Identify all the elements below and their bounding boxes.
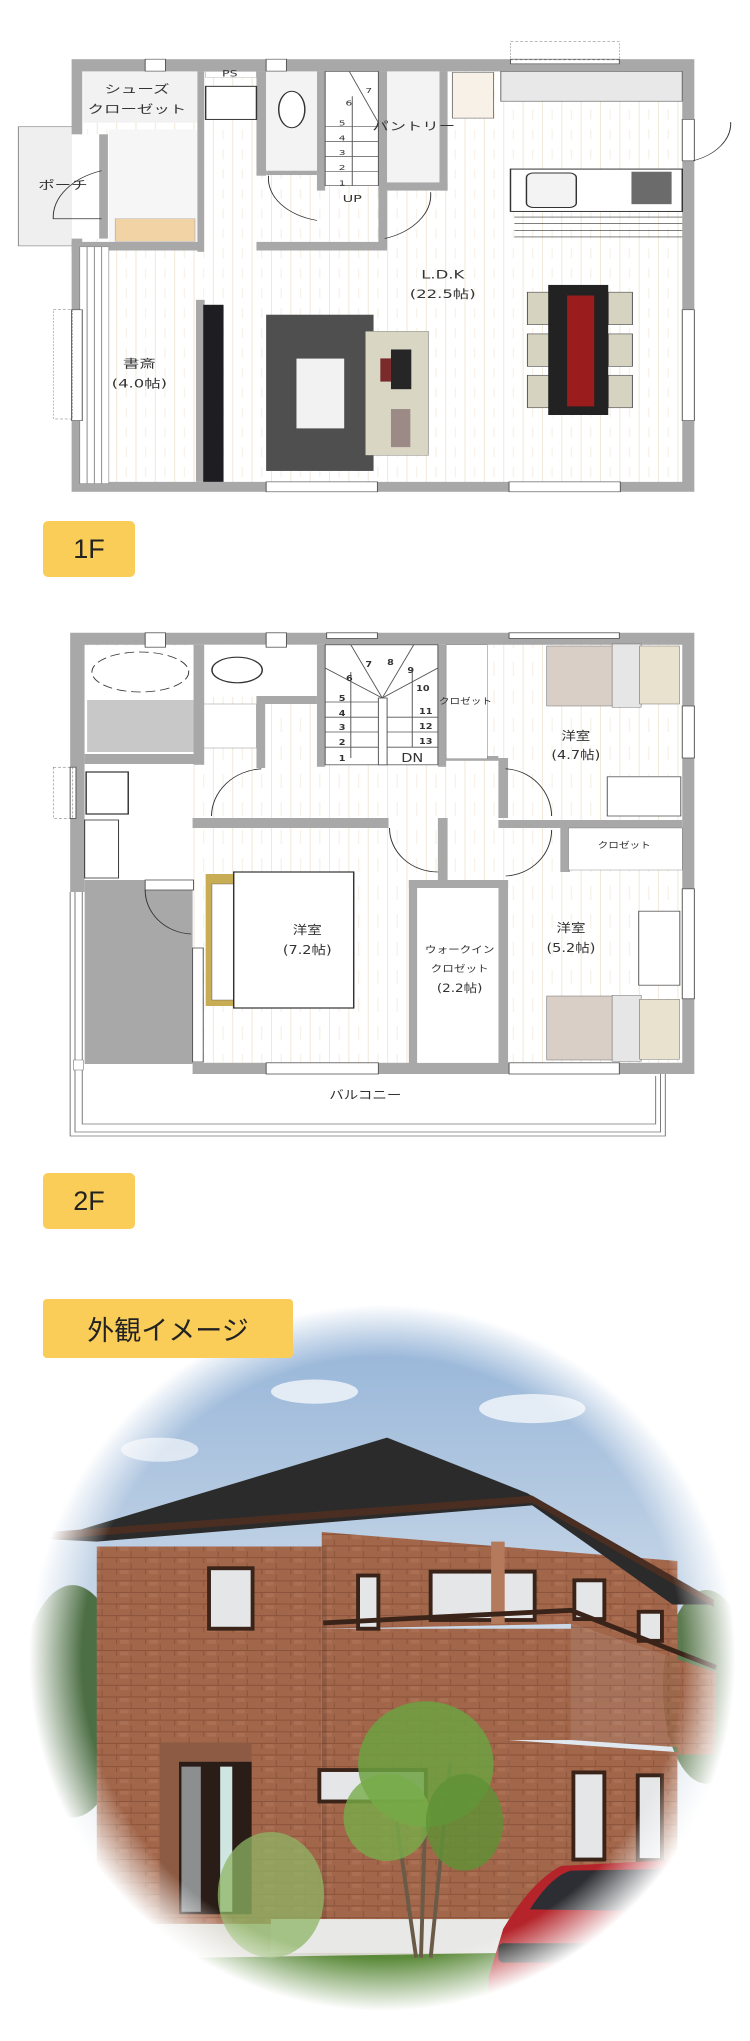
label-room-b: 洋室 [293, 922, 322, 937]
floor-tag-2f: 2F [43, 1173, 135, 1229]
sink-icon [525, 172, 578, 208]
door-swings [52, 122, 732, 239]
garden-tree [217, 1701, 504, 1959]
stair-number: 5 [339, 120, 346, 128]
stair-number: 6 [346, 674, 353, 683]
label-closet-b: クロゼット [598, 840, 651, 851]
house-windows [207, 1566, 664, 1862]
tv-board [203, 304, 224, 482]
label-study: 書斎 [123, 357, 156, 371]
desk-room-a [606, 776, 682, 817]
floor-tag-1f: 1F [43, 521, 135, 577]
exterior-image [0, 1290, 750, 2041]
desk-room-c [638, 910, 681, 986]
label-wic-2: クロゼット [431, 963, 489, 975]
floor-plan-2f: 1 2 3 4 5 6 7 8 9 10 11 12 13 [52, 632, 695, 1137]
label-up: UP [343, 193, 363, 205]
stair-number: 10 [416, 685, 429, 694]
label-study-size: (4.0帖) [112, 378, 167, 391]
label-room-a-size: (4.7帖) [551, 748, 600, 762]
door-swings [144, 768, 553, 935]
label-ldk-size: (22.5帖) [410, 289, 476, 302]
roof [48, 1437, 714, 1605]
bathtub-icon [91, 651, 190, 693]
stair-number: 13 [419, 738, 432, 747]
label-porch: ポーチ [38, 179, 87, 192]
toilet-icon [211, 656, 263, 684]
label-ldk: L.D.K [421, 269, 465, 282]
interior-walls [71, 71, 448, 482]
stair-number: 2 [339, 739, 346, 748]
windows [71, 58, 695, 493]
house-wall-left [96, 1546, 322, 1924]
stair-number: 1 [339, 754, 346, 763]
label-room-c: 洋室 [556, 920, 585, 935]
stair-number: 3 [339, 150, 346, 158]
bed-room-a [546, 643, 680, 708]
stair-number: 3 [339, 724, 346, 733]
coffee-table [295, 358, 345, 429]
stair-number: 4 [339, 135, 346, 143]
label-shoe-closet-2: クローゼット [88, 103, 187, 116]
stair-number: 1 [339, 180, 346, 188]
stair-number: 5 [339, 694, 346, 703]
bed-room-c [546, 995, 680, 1062]
label-balcony: バルコニー [329, 1089, 401, 1103]
back-counter [500, 71, 683, 102]
label-room-c-size: (5.2帖) [547, 941, 596, 955]
stair-number: 6 [345, 100, 352, 108]
label-wic: ウォークイン [425, 944, 495, 956]
dining-chairs [526, 291, 633, 409]
toilet-icon [277, 90, 306, 129]
stair-number: 4 [339, 710, 346, 719]
stair-number: 12 [419, 722, 432, 731]
label-room-a: 洋室 [561, 728, 590, 743]
stove-icon [631, 171, 672, 205]
house-wall-right [321, 1531, 717, 1755]
stairs-1f [324, 71, 379, 186]
label-room-b-size: (7.2帖) [283, 943, 332, 957]
stairs-2f [324, 644, 439, 766]
balcony-railing [69, 892, 666, 1137]
label-ps: PS [222, 68, 238, 78]
label-pantry: パントリー [372, 120, 455, 133]
label-dn: DN [401, 752, 423, 766]
label-wic-size: (2.2帖) [437, 981, 483, 995]
stair-number: 11 [419, 708, 432, 717]
stair-number: 7 [365, 87, 372, 95]
floor-plan-1f: 1 2 3 4 5 6 7 [17, 41, 732, 493]
exterior-tag: 外観イメージ [43, 1299, 293, 1358]
label-closet-a: クロゼット [439, 696, 492, 707]
windows [69, 632, 695, 1075]
label-shoe-closet: シューズ [104, 83, 169, 96]
stair-number: 9 [407, 666, 414, 675]
stair-number: 7 [365, 660, 372, 669]
red-car [488, 1856, 750, 2041]
bed-room-b [205, 871, 355, 1009]
stair-number: 8 [387, 658, 394, 667]
washing-machine [85, 771, 129, 815]
stair-number: 2 [339, 164, 346, 172]
vanity [84, 819, 120, 879]
